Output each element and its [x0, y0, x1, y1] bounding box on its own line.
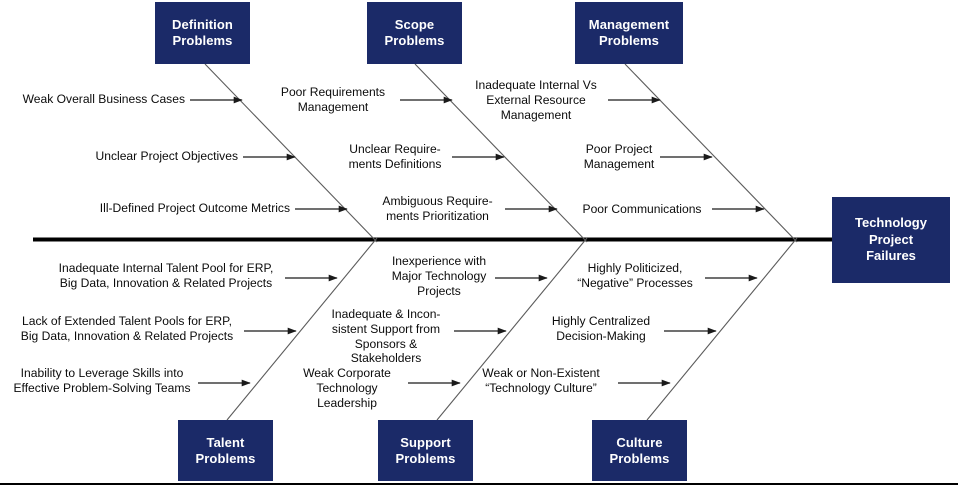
- cause-label-culture-2: Highly Centralized Decision-Making: [551, 314, 651, 343]
- category-label-culture-line2: Problems: [609, 450, 670, 466]
- category-box-support[interactable]: Support Problems: [378, 420, 473, 481]
- category-label-management-line2: Problems: [598, 33, 660, 48]
- cause-label-management-1: Inadequate Internal Vs External Resource…: [475, 78, 597, 122]
- cause-label-definition-3: Ill-Defined Project Outcome Metrics: [99, 201, 290, 215]
- cause-label-talent-1: Inadequate Internal Talent Pool for ERP,…: [58, 261, 274, 290]
- category-label-support-line1: Support: [400, 434, 451, 450]
- cause-label-talent-2: Lack of Extended Talent Pools for ERP, B…: [20, 314, 234, 343]
- category-box-definition[interactable]: Definition Problems: [155, 2, 250, 64]
- rib-scope: [414, 63, 588, 243]
- effect-box-technology-project-failures[interactable]: Technology Project Failures: [832, 197, 950, 283]
- category-box-management[interactable]: Management Problems: [575, 2, 683, 64]
- effect-label-line1: Technology: [855, 214, 927, 230]
- rib-support: [436, 237, 588, 421]
- rib-culture: [646, 237, 798, 421]
- category-box-culture[interactable]: Culture Problems: [592, 420, 687, 481]
- cause-label-culture-1: Highly Politicized, “Negative” Processes: [577, 261, 693, 290]
- cause-label-management-3: Poor Communications: [582, 202, 702, 216]
- rib-definition: [204, 63, 378, 243]
- cause-label-definition-2: Unclear Project Objectives: [95, 149, 239, 163]
- cause-label-scope-2: Unclear Require- ments Definitions: [348, 142, 442, 171]
- category-label-support-line2: Problems: [395, 450, 456, 466]
- category-label-scope-line1: Scope: [394, 17, 435, 33]
- category-label-talent-line2: Problems: [195, 450, 256, 466]
- cause-label-talent-3: Inability to Leverage Skills into Effect…: [13, 366, 191, 395]
- cause-label-support-2: Inadequate & Incon- sistent Support from…: [331, 307, 441, 366]
- cause-label-scope-1: Poor Requirements Management: [280, 85, 386, 114]
- category-label-definition-line1: Definition: [172, 17, 233, 33]
- category-label-talent-line1: Talent: [206, 434, 245, 450]
- cause-label-scope-3: Ambiguous Require- ments Prioritization: [382, 194, 493, 223]
- rib-management: [624, 63, 798, 243]
- cause-label-definition-1: Weak Overall Business Cases: [22, 92, 185, 106]
- cause-label-culture-3: Weak or Non-Existent “Technology Culture…: [482, 366, 600, 395]
- cause-label-support-3: Weak Corporate Technology Leadership: [303, 366, 391, 410]
- cause-label-support-1: Inexperience with Major Technology Proje…: [391, 254, 487, 298]
- effect-label-line2: Project: [868, 231, 914, 247]
- category-box-talent[interactable]: Talent Problems: [178, 420, 273, 481]
- rib-talent: [226, 237, 378, 421]
- effect-label-line3: Failures: [866, 248, 916, 264]
- category-box-scope[interactable]: Scope Problems: [367, 2, 462, 64]
- category-label-scope-line2: Problems: [384, 33, 445, 48]
- category-label-management-line1: Management: [588, 17, 670, 33]
- category-label-definition-line2: Problems: [172, 33, 233, 48]
- cause-label-management-2: Poor Project Management: [583, 142, 655, 171]
- category-label-culture-line1: Culture: [616, 434, 663, 450]
